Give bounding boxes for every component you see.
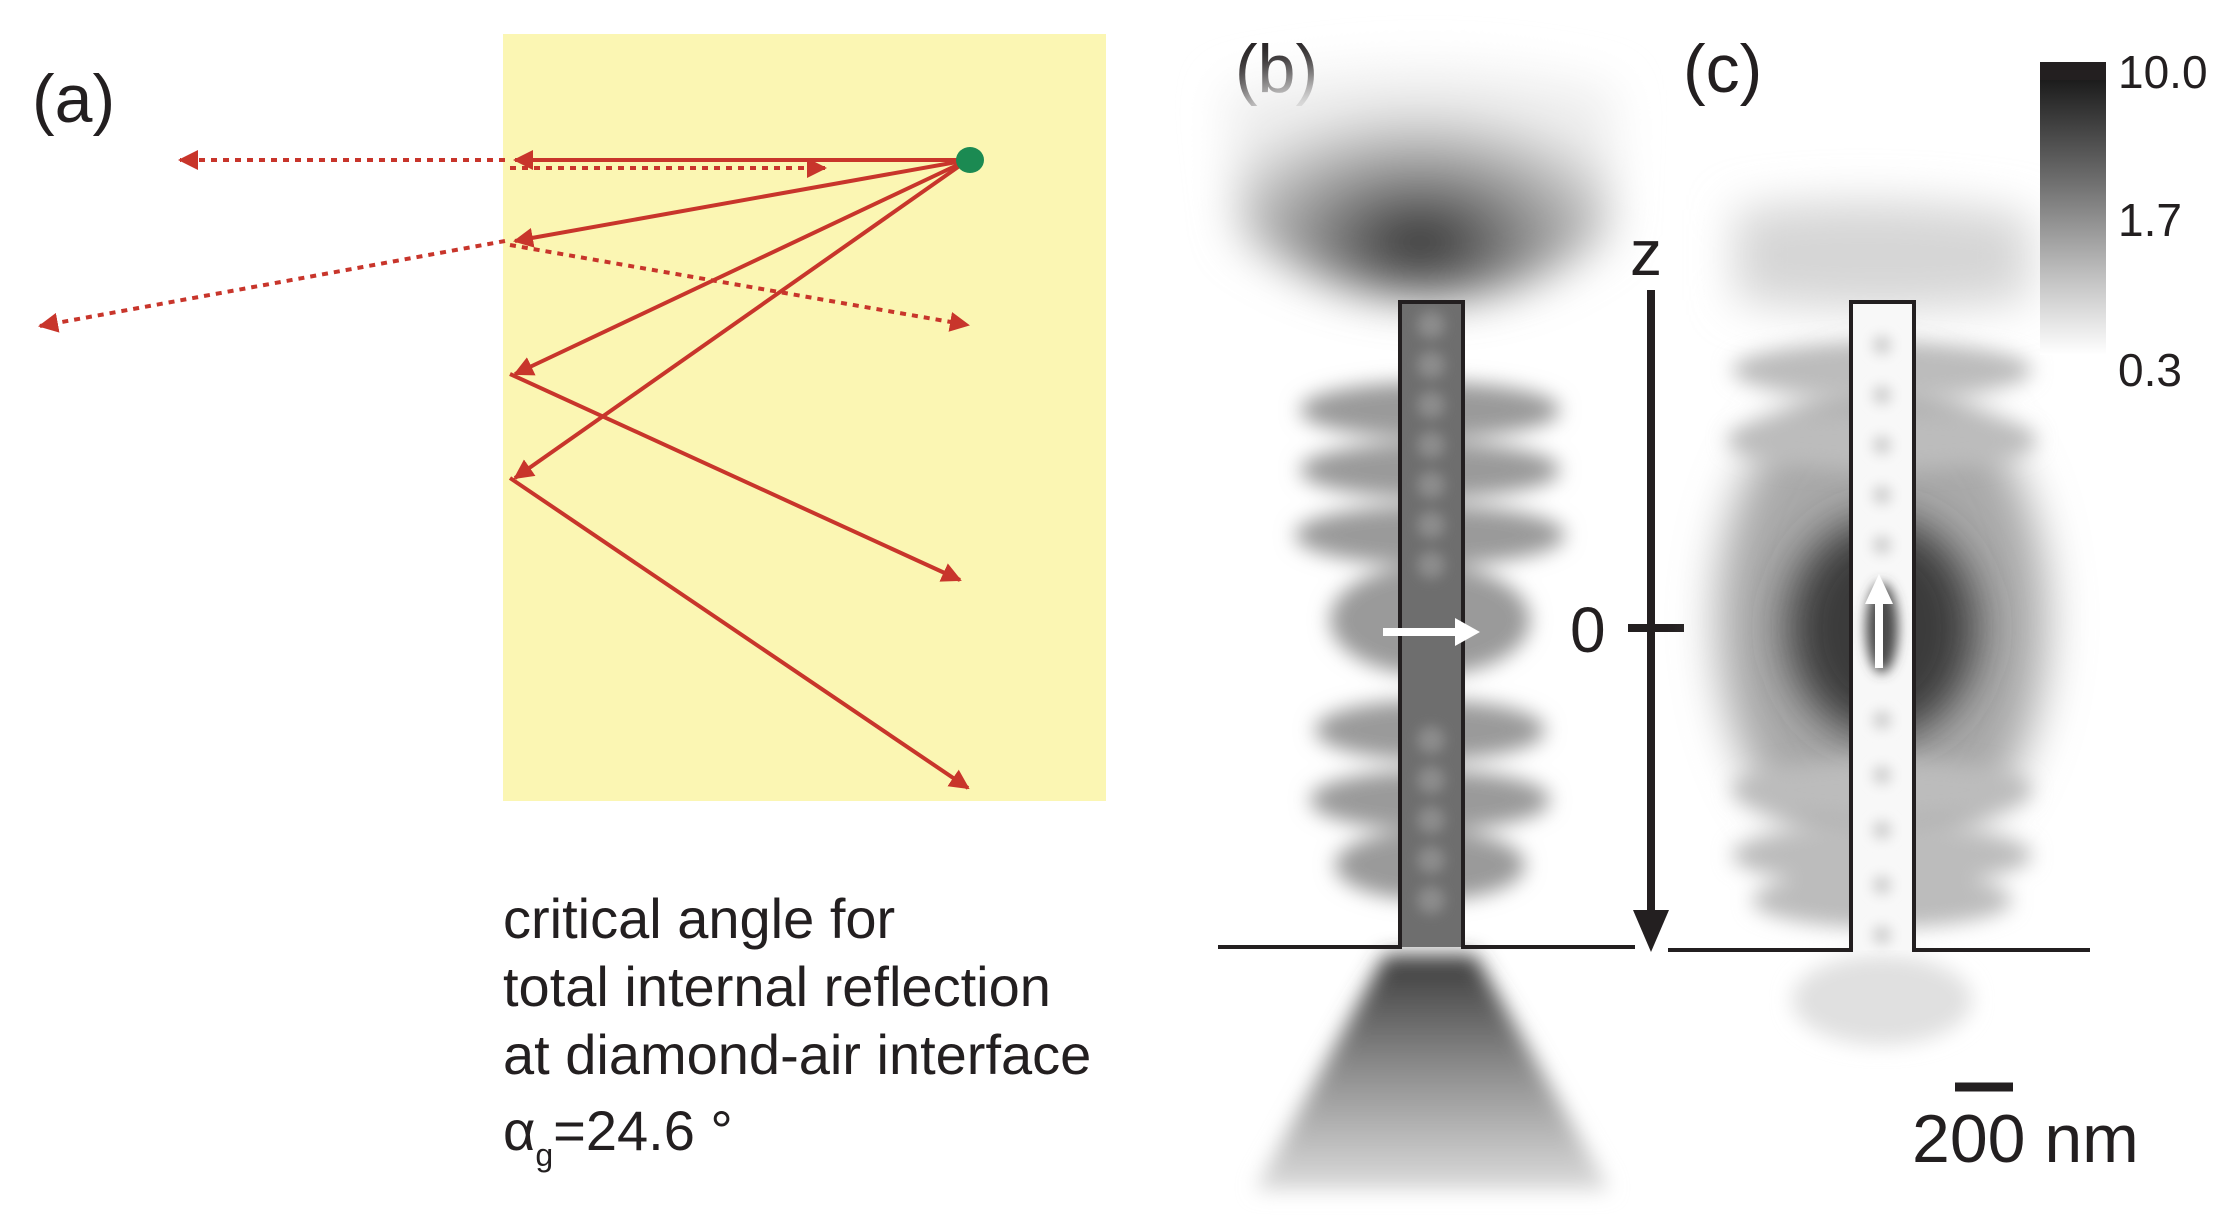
mode-c-4 (1872, 485, 1892, 505)
angle-formula: αg=24.6 ° (503, 1099, 733, 1173)
ray-3 (513, 158, 969, 376)
z-axis-arrowhead (1633, 910, 1669, 952)
mode-b-8 (1417, 726, 1445, 754)
mode-b-9 (1417, 766, 1445, 794)
caption-line-3: at diamond-air interface (503, 1023, 1091, 1086)
mode-c-2 (1872, 385, 1892, 405)
emitter-dot (956, 147, 984, 173)
mode-b-6 (1417, 511, 1445, 539)
panel-c-label: (c) (1683, 31, 1762, 107)
caption-line-1: critical angle for (503, 887, 895, 950)
pillar-c-modes (1872, 335, 1892, 945)
caption-line-2: total internal reflection (503, 955, 1051, 1018)
dipole-arrow-b (1383, 618, 1480, 646)
angle-symbol: α (503, 1099, 535, 1162)
z-axis-zero-label: 0 (1570, 594, 1606, 666)
z-axis: z 0 (1570, 217, 1684, 952)
dotted-rays (38, 150, 970, 333)
colorbar-gradient (2040, 80, 2106, 355)
z-axis-label: z (1630, 217, 1662, 289)
mode-b-4 (1417, 431, 1445, 459)
field-b-bottom-cone (1255, 955, 1610, 1190)
mode-b-2 (1417, 351, 1445, 379)
mode-c-8 (1872, 820, 1892, 840)
scale-bar-label: 200 nm (1912, 1101, 2139, 1177)
field-b-top-lobe (1225, 67, 1615, 300)
ray-2 (513, 158, 969, 248)
mode-c-7 (1872, 765, 1892, 785)
mode-c-10 (1872, 925, 1892, 945)
dipole-arrow-c (1865, 574, 1893, 668)
field-map-b (1225, 67, 1615, 1190)
reflected-ray-2 (508, 476, 970, 790)
field-c-below-substrate (1792, 955, 1972, 1045)
field-c-top-lobe (1735, 201, 2030, 310)
mode-c-1 (1872, 335, 1892, 355)
transmitted-dotted-2 (38, 239, 506, 333)
mode-b-11 (1417, 846, 1445, 874)
ray-diagram (38, 150, 970, 790)
angle-subscript: g (535, 1137, 553, 1173)
panel-a: (a) critical angle for total internal re… (32, 34, 1106, 1173)
reflected-ray-1 (509, 372, 962, 582)
mode-c-5 (1872, 535, 1892, 555)
mode-b-12 (1417, 886, 1445, 914)
mode-c-3 (1872, 435, 1892, 455)
panel-a-label: (a) (32, 61, 115, 137)
diamond-block (503, 34, 1106, 801)
mode-c-9 (1872, 875, 1892, 895)
pillar-c-outline (1668, 300, 2090, 952)
reflected-dotted-2 (509, 243, 970, 332)
pillar-b-modes (1417, 311, 1445, 914)
mode-b-5 (1417, 471, 1445, 499)
colorbar-tick-mid: 1.7 (2118, 194, 2182, 246)
panel-b: (b) (1218, 31, 1635, 1190)
pillar-b-outline (1218, 300, 1635, 949)
mode-b-1 (1417, 311, 1445, 339)
angle-value: =24.6 ° (553, 1099, 733, 1162)
mode-b-3 (1417, 391, 1445, 419)
colorbar-tick-min: 0.3 (2118, 344, 2182, 396)
mode-b-7 (1417, 551, 1445, 579)
panel-c: (c) (1668, 31, 2090, 1045)
mode-c-6 (1872, 710, 1892, 730)
colorbar: 10.0 1.7 0.3 (2040, 46, 2208, 396)
scale-bar: 200 nm (1912, 1082, 2139, 1177)
colorbar-tick-max: 10.0 (2118, 46, 2208, 98)
ray-4 (513, 158, 970, 480)
mode-b-10 (1417, 806, 1445, 834)
colorbar-cap (2040, 62, 2106, 80)
